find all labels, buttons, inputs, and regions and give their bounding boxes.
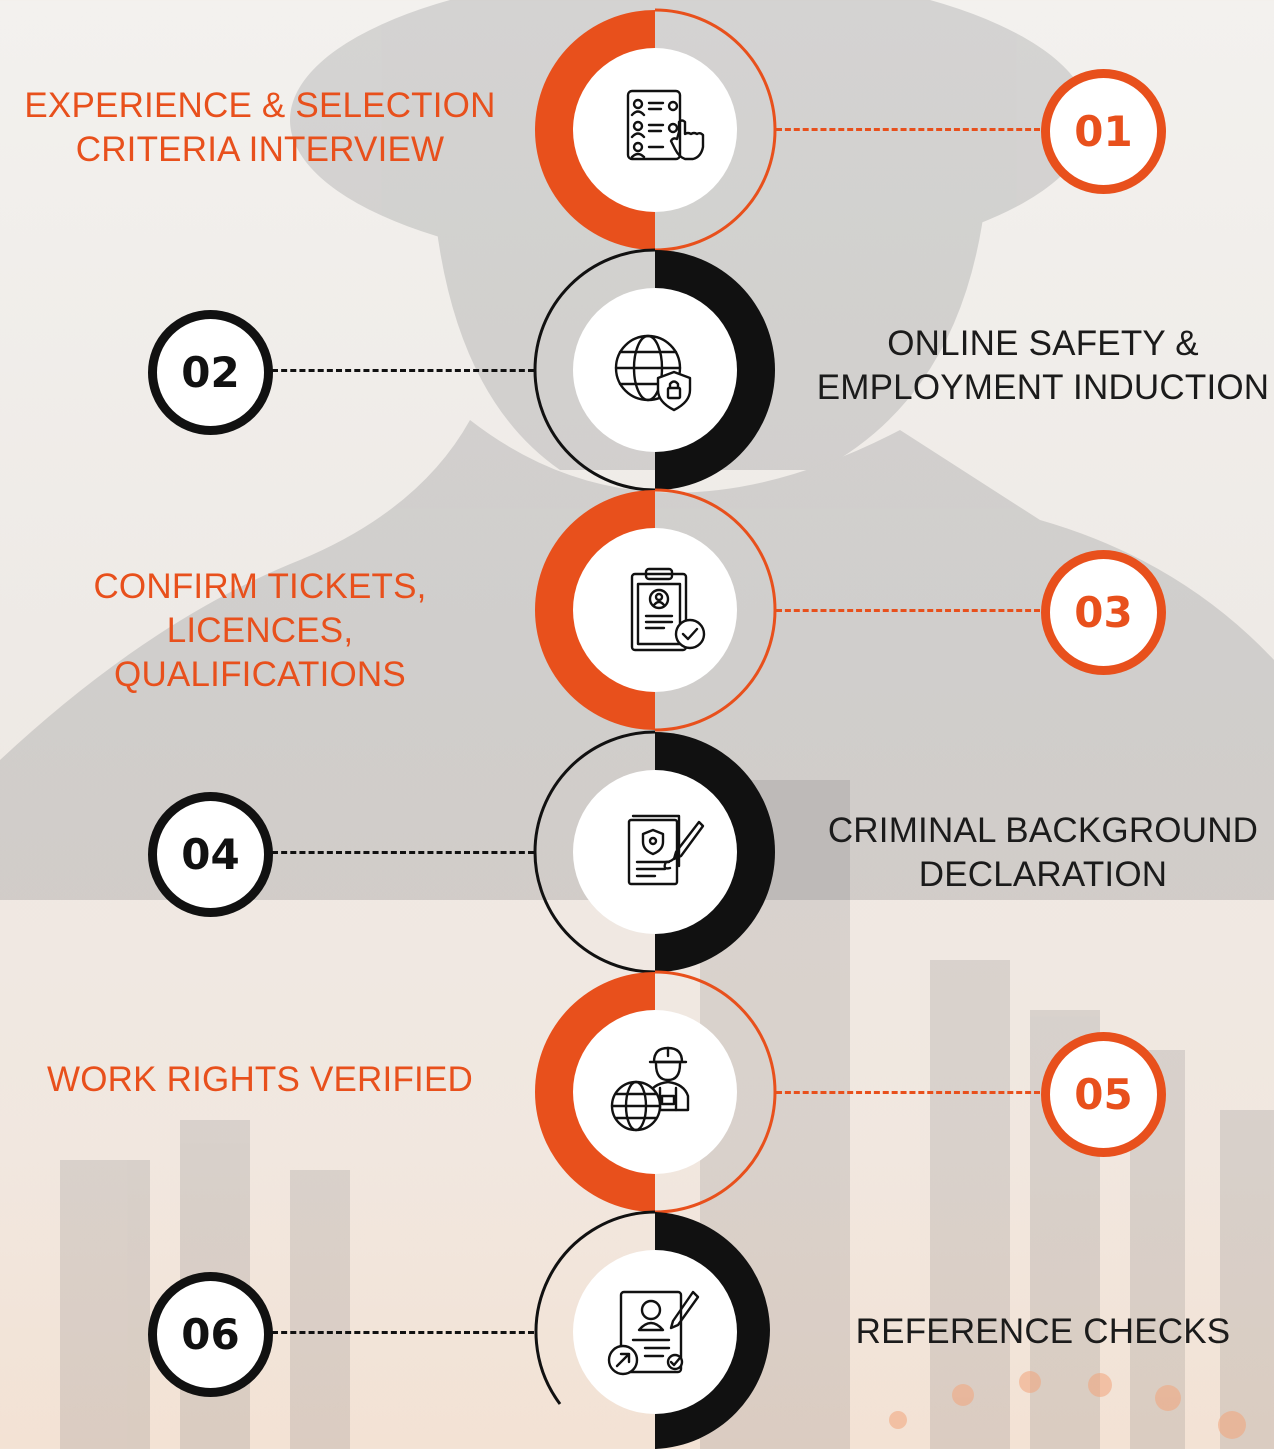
step-6-label: REFERENCE CHECKS bbox=[808, 1310, 1274, 1354]
step-6-connector bbox=[272, 1331, 534, 1334]
step-5-label-line1: WORK RIGHTS VERIFIED bbox=[47, 1060, 473, 1099]
step-4-label-line1: CRIMINAL BACKGROUND bbox=[827, 811, 1259, 850]
clipboard-id-check-icon bbox=[630, 567, 706, 652]
step-2-number-badge: 02 bbox=[148, 310, 273, 435]
police-badge-document-icon bbox=[627, 814, 705, 886]
checklist-selection-icon bbox=[626, 89, 705, 161]
step-1-connector bbox=[776, 128, 1040, 131]
step-1-label-line1: EXPERIENCE & SELECTION bbox=[24, 86, 496, 125]
globe-shield-lock-icon bbox=[614, 334, 692, 412]
globe-worker-icon bbox=[610, 1046, 690, 1132]
step-4-label: CRIMINAL BACKGROUND DECLARATION bbox=[808, 809, 1274, 897]
step-1-label-line2: CRITERIA INTERVIEW bbox=[75, 130, 445, 169]
step-3-number-badge: 03 bbox=[1041, 550, 1166, 675]
step-3-label-line1: CONFIRM TICKETS, LICENCES, bbox=[93, 567, 427, 650]
step-2-label-line2: EMPLOYMENT INDUCTION bbox=[816, 368, 1270, 407]
step-6-label-line1: REFERENCE CHECKS bbox=[855, 1312, 1231, 1351]
step-4-label-line2: DECLARATION bbox=[918, 855, 1168, 894]
step-1-number-badge: 01 bbox=[1041, 69, 1166, 194]
step-3-label-line2: QUALIFICATIONS bbox=[114, 655, 406, 694]
step-4-number-badge: 04 bbox=[148, 792, 273, 917]
step-4-connector bbox=[272, 851, 534, 854]
reference-profile-icon bbox=[607, 1290, 700, 1376]
step-6-number-badge: 06 bbox=[148, 1272, 273, 1397]
step-5-label: WORK RIGHTS VERIFIED bbox=[10, 1058, 510, 1102]
step-5-connector bbox=[776, 1091, 1040, 1094]
step-3-label: CONFIRM TICKETS, LICENCES, QUALIFICATION… bbox=[0, 565, 520, 697]
step-3-connector bbox=[776, 609, 1040, 612]
step-1-label: EXPERIENCE & SELECTION CRITERIA INTERVIE… bbox=[10, 84, 510, 172]
step-5-number-badge: 05 bbox=[1041, 1032, 1166, 1157]
step-2-label: ONLINE SAFETY & EMPLOYMENT INDUCTION bbox=[808, 322, 1274, 410]
step-2-connector bbox=[272, 369, 534, 372]
step-2-label-line1: ONLINE SAFETY & bbox=[887, 324, 1199, 363]
